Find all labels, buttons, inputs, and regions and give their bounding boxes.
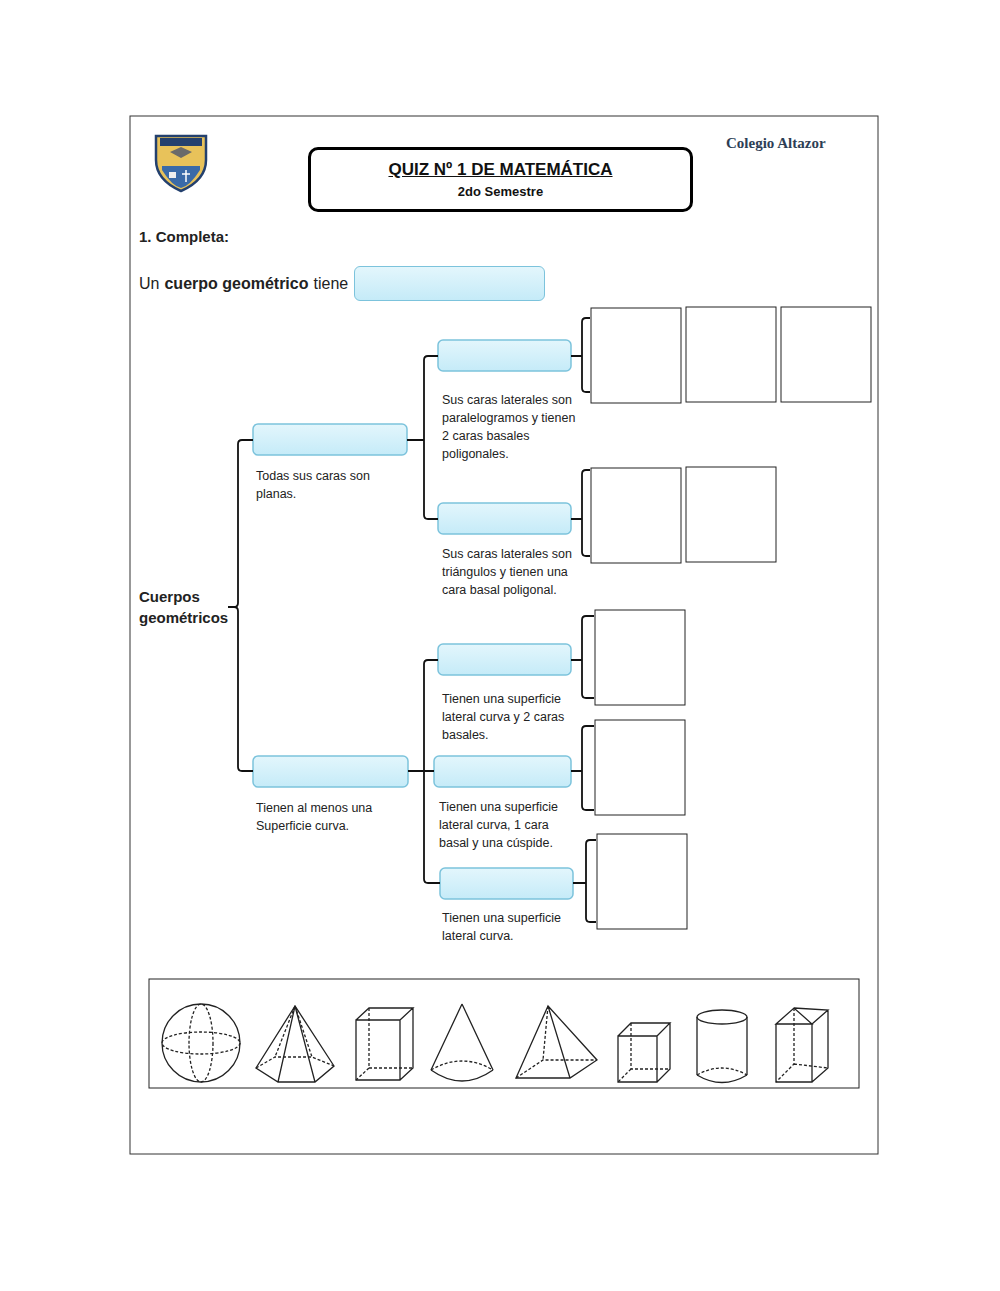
- school-logo: [156, 136, 206, 191]
- description: Tienen una superficie lateral curva y 2 …: [442, 690, 580, 744]
- brackets: [228, 318, 596, 922]
- description: Tienen una superficie lateral curva.: [442, 909, 580, 945]
- sentence-text: Un: [139, 275, 159, 293]
- school-name: Colegio Altazor: [726, 134, 826, 152]
- subtitle: 2do Semestre: [458, 184, 543, 199]
- answer-box: [354, 266, 545, 301]
- description: Sus caras laterales son triángulos y tie…: [442, 545, 580, 599]
- description: Tienen una superficie lateral curva, 1 c…: [439, 798, 577, 852]
- shapes-box: [149, 979, 859, 1088]
- empty-squares: [591, 307, 871, 929]
- sentence-text: tiene: [313, 275, 348, 293]
- sentence-text: cuerpo geométrico: [164, 275, 308, 293]
- title-box: QUIZ Nº 1 DE MATEMÁTICA 2do Semestre: [308, 147, 693, 212]
- description: Sus caras laterales son paralelogramos y…: [442, 391, 580, 463]
- quiz-title: QUIZ Nº 1 DE MATEMÁTICA: [388, 160, 612, 180]
- geometric-solids: [162, 1004, 828, 1083]
- question-number: 1. Completa:: [139, 228, 229, 246]
- tree-root: Cuerpos geométricos: [139, 586, 234, 628]
- page-border: [130, 116, 878, 1154]
- description: Tienen al menos una Superficie curva.: [256, 799, 386, 835]
- description: Todas sus caras son planas.: [256, 467, 386, 503]
